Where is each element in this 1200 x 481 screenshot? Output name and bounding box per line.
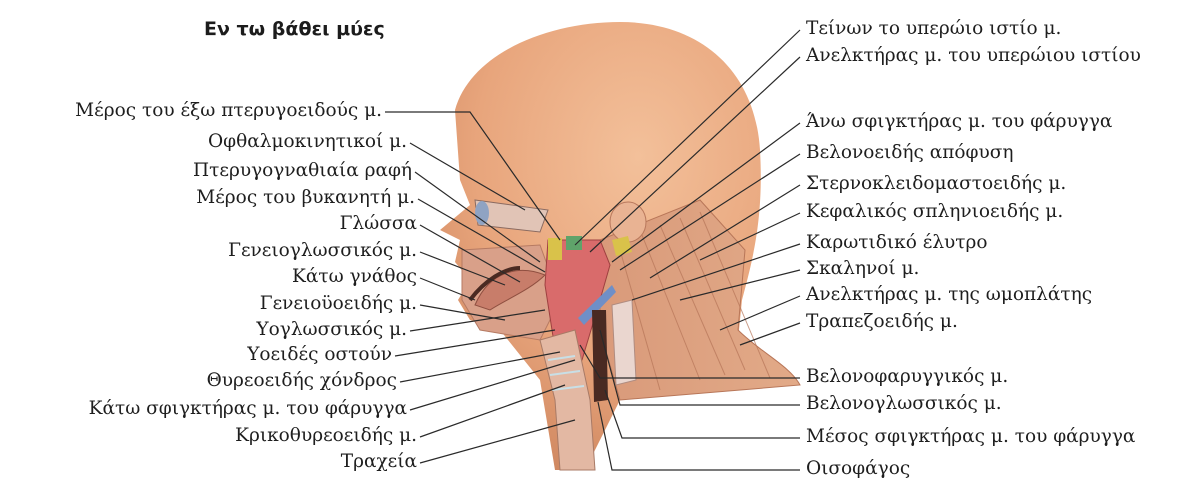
label-levator-scapulae: Ανελκτήρας μ. της ωμοπλάτης	[806, 284, 1092, 306]
label-levator-veli-palatini: Ανελκτήρας μ. του υπερώιου ιστίου	[806, 45, 1141, 67]
label-hyoid-bone: Υοειδές οστούν	[247, 344, 392, 366]
label-styloid-process: Βελονοειδής απόφυση	[806, 142, 1013, 164]
label-trachea: Τραχεία	[341, 451, 417, 473]
label-sternocleidomastoid: Στερνοκλειδομαστοειδής μ.	[806, 173, 1066, 195]
diagram-title: Εν τω βάθει μύες	[204, 18, 385, 40]
label-superior-constrictor: Άνω σφιγκτήρας μ. του φάρυγγα	[806, 111, 1112, 133]
label-middle-constrictor: Μέσος σφιγκτήρας μ. του φάρυγγα	[806, 426, 1135, 448]
label-tensor-veli-palatini: Τείνων το υπερώιο ιστίο μ.	[806, 18, 1061, 40]
label-styloglossus: Βελονογλωσσικός μ.	[806, 393, 1002, 415]
carotid-sheath	[612, 300, 636, 385]
label-geniohyoid: Γενειοϋοειδής μ.	[260, 293, 417, 315]
label-splenius-capitis: Κεφαλικός σπληνιοειδής μ.	[806, 201, 1063, 223]
label-lateral-pterygoid: Μέρος του έξω πτερυγοειδούς μ.	[75, 100, 382, 122]
label-mandible: Κάτω γνάθος	[292, 266, 417, 288]
label-buccinator: Μέρος του βυκανητή μ.	[196, 187, 415, 209]
label-tongue: Γλώσσα	[340, 213, 417, 235]
label-esophagus: Οισοφάγος	[806, 458, 910, 480]
label-hyoglossus: Υογλωσσικός μ.	[256, 319, 407, 341]
label-genioglossus: Γενειογλωσσικός μ.	[228, 240, 417, 262]
label-carotid-sheath: Καρωτιδικό έλυτρο	[806, 232, 988, 254]
label-trapezius: Τραπεζοειδής μ.	[806, 311, 958, 333]
label-thyroid-cartilage: Θυρεοειδής χόνδρος	[207, 370, 397, 392]
label-inferior-constrictor: Κάτω σφιγκτήρας μ. του φάρυγγα	[89, 398, 407, 420]
esophagus	[592, 310, 608, 402]
label-pterygomandibular-raphe: Πτερυγογναθιαία ραφή	[193, 160, 412, 182]
label-cricothyroid: Κρικοθυρεοειδής μ.	[235, 425, 417, 447]
label-extraocular-muscles: Οφθαλμοκινητικοί μ.	[208, 131, 407, 153]
label-stylopharyngeus: Βελονοφαρυγγικός μ.	[806, 366, 1008, 388]
label-scalenes: Σκαληνοί μ.	[806, 258, 919, 280]
